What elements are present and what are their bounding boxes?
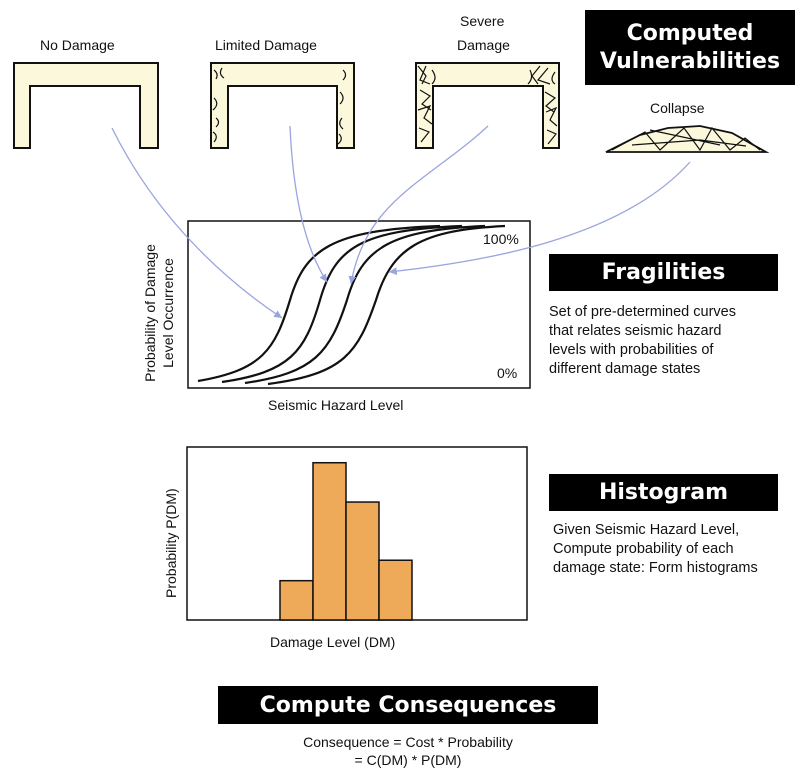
fragility-bottom-label: 0% bbox=[497, 365, 518, 381]
fragilities-description-line-3: levels with probabilities of bbox=[549, 342, 714, 358]
histogram-ylabel: Probability P(DM) bbox=[163, 488, 179, 598]
histogram-description-line-3: damage state: Form histograms bbox=[553, 560, 758, 576]
fragility-xlabel: Seismic Hazard Level bbox=[268, 397, 404, 413]
fragility-plot-frame bbox=[187, 220, 531, 389]
frame-no-damage-icon bbox=[13, 62, 159, 149]
histogram-xlabel: Damage Level (DM) bbox=[270, 634, 396, 650]
computed-vulnerabilities-line2: Vulnerabilities bbox=[599, 48, 781, 74]
histogram-bar-1 bbox=[279, 579, 314, 621]
arrow-severe-damage bbox=[348, 125, 489, 285]
collapse-rubble-icon bbox=[605, 125, 770, 153]
fragility-ylabel: Probability of Damage Level Occurrence bbox=[141, 228, 177, 398]
arrow-no-damage bbox=[111, 127, 283, 319]
frame-limited-damage-icon bbox=[210, 62, 355, 149]
histogram-bar-4 bbox=[378, 559, 413, 621]
fragility-ylabel-line1: Probability of Damage bbox=[142, 244, 158, 382]
consequence-formula-line1: Consequence = Cost * Probability bbox=[303, 734, 513, 750]
fragility-ylabel-line2: Level Occurrence bbox=[160, 258, 176, 368]
histogram-banner: Histogram bbox=[549, 474, 778, 511]
label-severe-damage-line2: Damage bbox=[457, 37, 510, 53]
fragility-curve-1 bbox=[197, 224, 441, 383]
consequence-formula-line2: = C(DM) * P(DM) bbox=[354, 752, 462, 768]
fragility-curve-4 bbox=[267, 224, 506, 386]
arrow-limited-damage bbox=[289, 125, 328, 283]
fragilities-banner: Fragilities bbox=[549, 254, 778, 291]
histogram-bar-2 bbox=[312, 461, 347, 621]
label-collapse: Collapse bbox=[650, 100, 705, 116]
compute-consequences-banner: Compute Consequences bbox=[218, 686, 598, 724]
histogram-description: Given Seismic Hazard Level, Compute proba… bbox=[553, 521, 758, 578]
computed-vulnerabilities-line1: Computed bbox=[626, 20, 754, 46]
fragilities-description-line-2: that relates seismic hazard bbox=[549, 323, 722, 339]
frame-severe-damage-icon bbox=[415, 62, 560, 149]
histogram-description-line-1: Given Seismic Hazard Level, bbox=[553, 522, 740, 538]
fragilities-description-line-1: Set of pre-determined curves bbox=[549, 304, 736, 320]
label-severe-damage-line1: Severe bbox=[460, 13, 505, 29]
fragility-curve-2 bbox=[221, 224, 463, 384]
histogram-description-line-2: Compute probability of each bbox=[553, 541, 734, 557]
fragility-curve-3 bbox=[244, 224, 486, 385]
histogram-plot-frame bbox=[186, 446, 528, 621]
fragility-top-label: 100% bbox=[483, 231, 519, 247]
label-limited-damage: Limited Damage bbox=[215, 37, 317, 53]
histogram-bar-3 bbox=[345, 501, 380, 621]
label-no-damage: No Damage bbox=[40, 37, 115, 53]
fragilities-description-line-4: different damage states bbox=[549, 361, 701, 377]
fragilities-description: Set of pre-determined curves that relates… bbox=[549, 303, 736, 379]
computed-vulnerabilities-banner: Computed Vulnerabilities bbox=[585, 10, 795, 85]
